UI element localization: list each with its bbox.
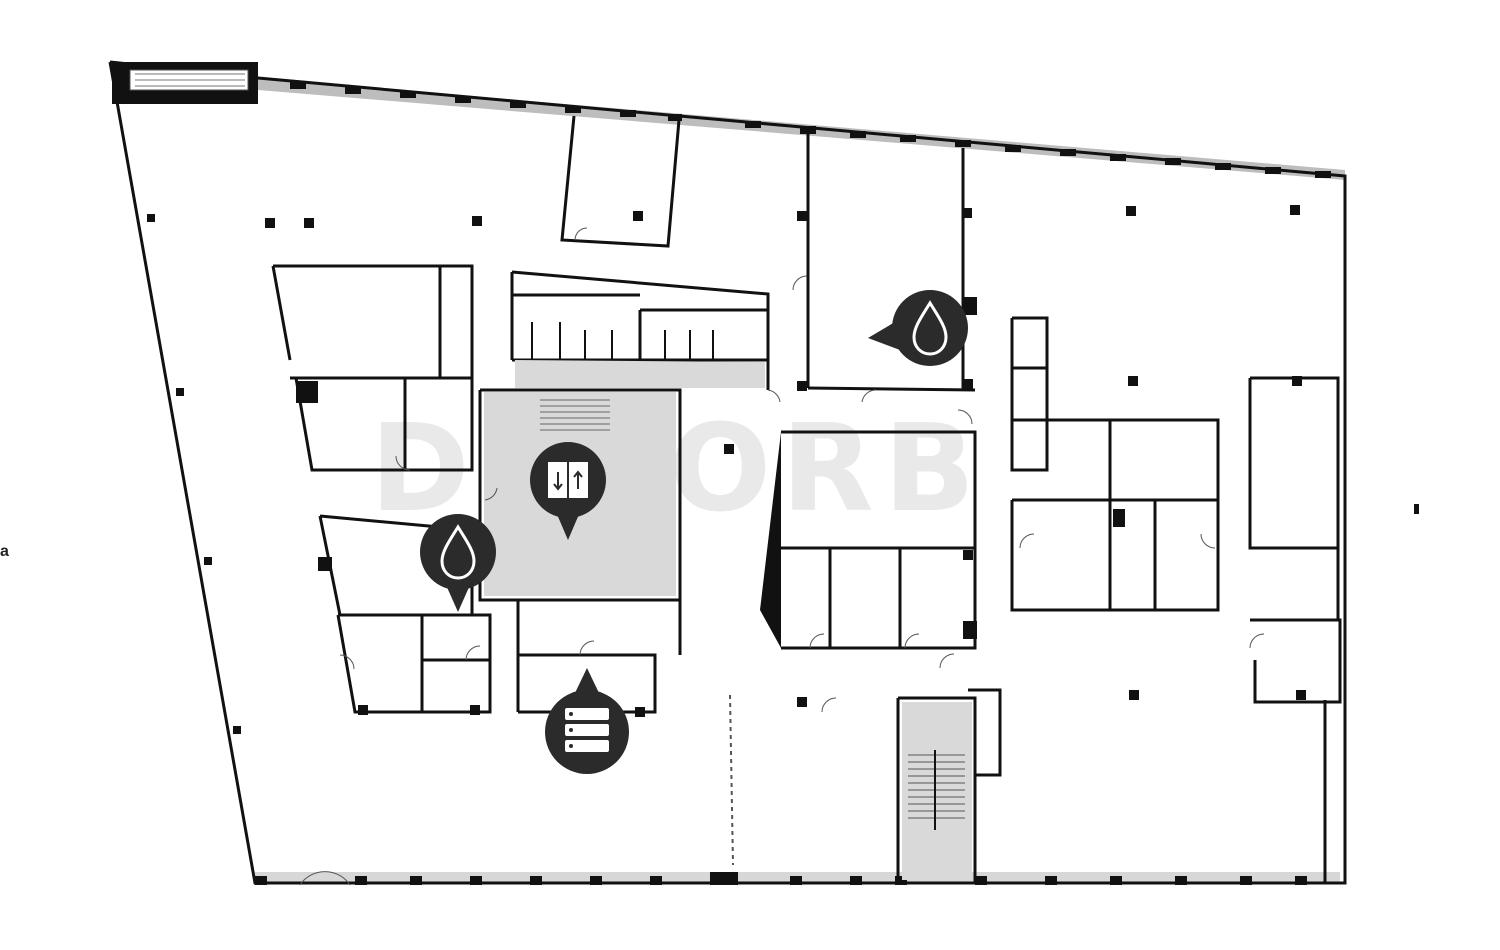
water-drop-icon bbox=[440, 524, 476, 580]
interior-walls bbox=[271, 115, 1342, 883]
stairs-south bbox=[908, 750, 965, 830]
water-drop-icon bbox=[912, 300, 948, 356]
wall-wedge bbox=[760, 432, 781, 648]
elevator-marker[interactable] bbox=[530, 442, 606, 540]
toilet-fixtures bbox=[531, 322, 714, 360]
partial-edge-text: a bbox=[0, 543, 9, 560]
core-fill bbox=[484, 360, 972, 880]
bottom-mullions bbox=[255, 872, 1307, 885]
server-rack-icon bbox=[565, 708, 609, 752]
elevator-icon bbox=[548, 462, 588, 498]
stairs-core bbox=[540, 399, 610, 431]
water-marker-north[interactable] bbox=[868, 290, 968, 366]
dashed-partition bbox=[729, 694, 734, 866]
door-swings bbox=[299, 227, 1265, 886]
water-marker-west[interactable] bbox=[420, 514, 496, 612]
server-marker[interactable] bbox=[545, 668, 629, 774]
columns bbox=[147, 205, 1419, 734]
